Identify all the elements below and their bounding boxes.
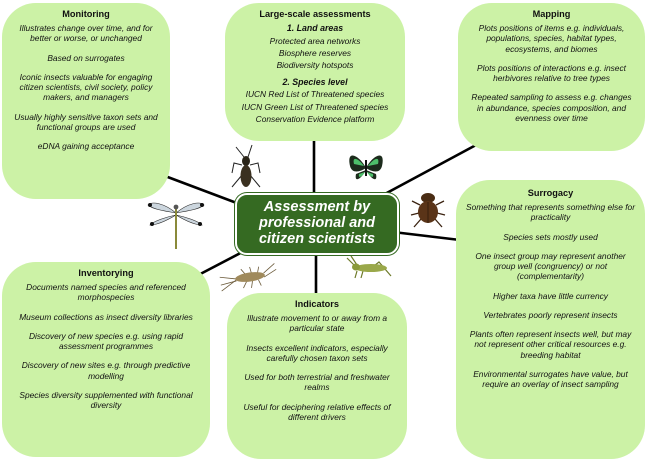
- inventorying-item: Discovery of new sites e.g. through pred…: [21, 360, 191, 381]
- monitoring-item: Usually highly sensitive taxon sets and …: [14, 111, 158, 132]
- indicators-item: Illustrate movement to or away from a pa…: [246, 313, 388, 334]
- surrogacy-item: Vertebrates poorly represent insects: [483, 309, 618, 320]
- indicators-item: Useful for deciphering relative effects …: [243, 401, 391, 422]
- inventorying-item: Museum collections as insect diversity l…: [19, 311, 193, 322]
- surrogacy-item: Higher taxa have little currency: [493, 290, 608, 301]
- center-title: Assessment by professional and citizen s…: [258, 199, 376, 247]
- indicators-box: Indicators Illustrate movement to or awa…: [227, 293, 407, 459]
- surrogacy-item: Plants often represent insects well, but…: [469, 329, 632, 360]
- surrogacy-item: Something that represents something else…: [466, 202, 635, 223]
- surrogacy-item: Environmental surrogates have value, but…: [473, 368, 628, 390]
- indicators-title: Indicators: [295, 299, 339, 309]
- connector-surrogacy: [391, 230, 462, 242]
- land-item: Biodiversity hotspots: [276, 60, 354, 71]
- connector-mapping: [381, 143, 478, 197]
- monitoring-box: Monitoring Illustrates change over time,…: [2, 3, 170, 199]
- inventorying-item: Discovery of new species e.g. using rapi…: [28, 330, 184, 352]
- inventorying-box: Inventorying Documents named species and…: [2, 262, 210, 457]
- monitoring-item: eDNA gaining acceptance: [37, 141, 135, 152]
- large-scale-box: Large-scale assessments 1. Land areas Pr…: [225, 3, 405, 141]
- monitoring-title: Monitoring: [62, 9, 110, 19]
- inventorying-item: Documents named species and referenced m…: [26, 282, 186, 303]
- inventorying-item: Species diversity supplemented with func…: [19, 389, 193, 411]
- species-item: Conservation Evidence platform: [255, 113, 375, 124]
- mapping-item: Repeated sampling to assess e.g. changes…: [471, 92, 632, 123]
- surrogacy-title: Surrogacy: [527, 188, 574, 198]
- monitoring-item: Illustrates change over time, and for be…: [19, 23, 153, 44]
- monitoring-item: Based on surrogates: [47, 52, 125, 63]
- inventorying-title: Inventorying: [78, 268, 134, 278]
- mapping-title: Mapping: [532, 9, 571, 19]
- species-level-heading: 2. Species level: [282, 76, 348, 87]
- surrogacy-box: Surrogacy Something that represents some…: [456, 180, 645, 459]
- surrogacy-item: Species sets mostly used: [503, 231, 598, 242]
- land-areas-heading: 1. Land areas: [286, 23, 344, 34]
- mapping-item: Plots positions of items e.g. individual…: [478, 23, 625, 54]
- land-item: Biosphere reserves: [278, 48, 352, 59]
- land-item: Protected area networks: [269, 35, 361, 46]
- species-item: IUCN Green List of Threatened species: [241, 101, 389, 112]
- mapping-item: Plots positions of interactions e.g. ins…: [477, 62, 626, 84]
- surrogacy-item: One insect group may represent another g…: [475, 250, 626, 282]
- mapping-box: Mapping Plots positions of items e.g. in…: [458, 3, 645, 151]
- indicators-item: Insects excellent indicators, especially…: [246, 342, 388, 363]
- large-scale-title: Large-scale assessments: [259, 9, 371, 19]
- species-item: IUCN Red List of Threatened species: [245, 89, 385, 100]
- monitoring-item: Iconic insects valuable for engaging cit…: [19, 71, 153, 103]
- indicators-item: Used for both terrestrial and freshwater…: [244, 372, 390, 393]
- center-node: Assessment by professional and citizen s…: [235, 193, 399, 255]
